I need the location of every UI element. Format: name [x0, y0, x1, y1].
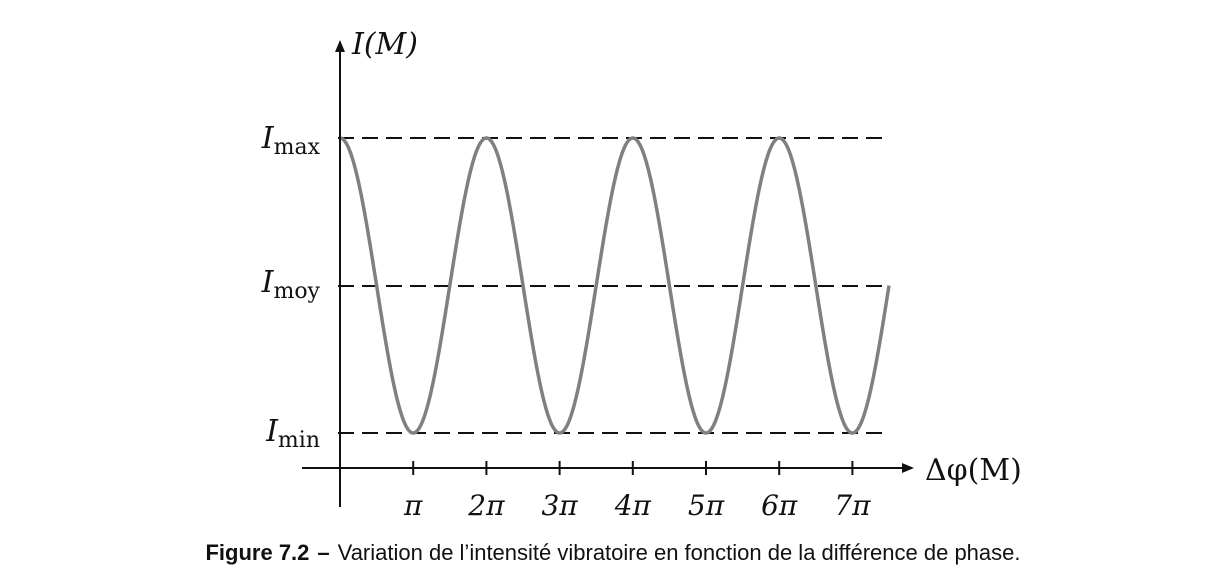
figure-label: Figure 7.2	[205, 540, 310, 565]
figure-caption: Figure 7.2–Variation de l’intensité vibr…	[0, 540, 1226, 566]
x-tick-marks	[412, 461, 854, 475]
level-label-max: Imax	[261, 121, 321, 160]
y-axis-label: I(M)	[351, 27, 418, 62]
intensity-phase-chart: π 2π 3π 4π 5π 6π 7π I(M) Δφ(M) Imax Imoy Imin	[261, 27, 1022, 522]
x-tick-label: 4π	[614, 489, 652, 522]
x-tick-label: π	[403, 489, 423, 522]
x-tick-label: 7π	[834, 489, 871, 522]
x-tick-label: 5π	[688, 489, 725, 522]
x-tick-labels: π 2π 3π 4π 5π 6π 7π	[403, 489, 871, 522]
x-tick-label: 2π	[467, 489, 505, 522]
intensity-curve	[339, 136, 891, 435]
x-axis-label: Δφ(M)	[925, 453, 1022, 488]
x-tick-label: 6π	[761, 489, 798, 522]
caption-text: Variation de l’intensité vibratoire en f…	[337, 540, 1021, 565]
level-label-min: Imin	[265, 414, 320, 453]
x-tick-label: 3π	[541, 489, 578, 522]
level-label-moy: Imoy	[261, 265, 321, 304]
caption-separator: –	[317, 540, 330, 565]
